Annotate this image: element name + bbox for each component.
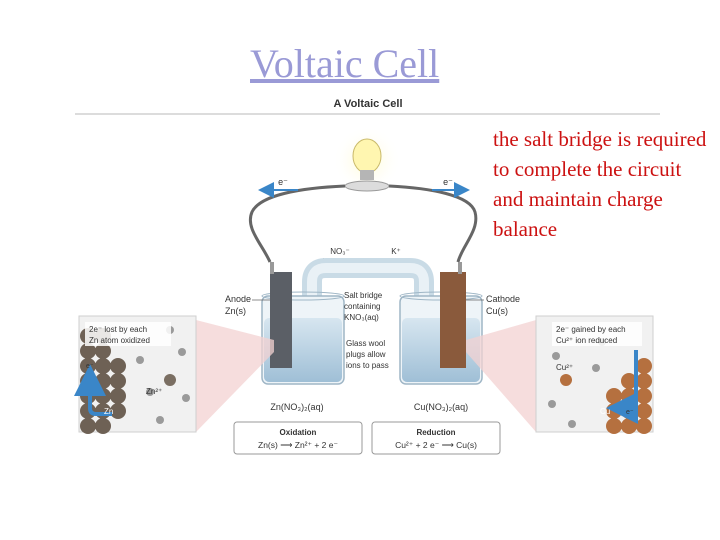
potassium-label: K⁺ [391, 247, 401, 256]
oxidation-title: Oxidation [280, 428, 317, 437]
oxidation-box: Oxidation Zn(s) ⟶ Zn²⁺ + 2 e⁻ [233, 421, 363, 455]
zoom-wedge-right [466, 320, 536, 432]
cathode-solution-label: Cu(NO₃)₂(aq) [414, 402, 468, 412]
inset-left-caption-1: 2e⁻ lost by each [89, 325, 147, 334]
nitrate-label: NO₃⁻ [330, 247, 349, 256]
inset-left-ion-label: Zn²⁺ [146, 387, 162, 396]
inset-right-caption-1: 2e⁻ gained by each [556, 325, 626, 334]
anode-material: Zn(s) [225, 306, 246, 316]
glass-wool-label-1: Glass wool [346, 339, 385, 348]
copper-electrode [440, 272, 466, 368]
inset-left-atom-label: Zn [104, 407, 113, 416]
reduction-equation: Cu²⁺ + 2 e⁻ ⟶ Cu(s) [395, 440, 477, 450]
inset-right-ion-label: Cu²⁺ [556, 363, 573, 372]
wire-right [388, 184, 478, 263]
copper-ion-atom [560, 374, 572, 386]
slide-notes: the salt bridge is required to complete … [493, 127, 707, 241]
electron-path-right [606, 350, 638, 424]
inset-right-electron: e⁻ [626, 409, 634, 416]
salt-bridge-label-2: containing [344, 302, 380, 311]
glass-wool-label-3: ions to pass [346, 361, 389, 370]
slide-title[interactable]: Voltaic Cell [250, 41, 440, 86]
zinc-ion-atom [164, 374, 176, 386]
reduction-box: Reduction Cu²⁺ + 2 e⁻ ⟶ Cu(s) [371, 421, 501, 455]
glass-wool-label-2: plugs allow [346, 350, 386, 359]
figure-caption: A Voltaic Cell [333, 98, 402, 110]
anode-solution-label: Zn(NO₃)₂(aq) [270, 402, 323, 412]
electron-path-left [74, 364, 112, 416]
copper-atom-inset: 2e⁻ gained by each Cu²⁺ ion reduced Cu²⁺… [535, 315, 654, 434]
zinc-atom-inset: 2e⁻ lost by each Zn atom oxidized e⁻ Zn²… [74, 315, 197, 434]
salt-bridge-label-3: KNO₃(aq) [344, 313, 379, 322]
electron-label-left: e⁻ [278, 177, 288, 187]
inset-right-caption-2: Cu²⁺ ion reduced [556, 336, 617, 345]
wire-left [248, 184, 346, 263]
inset-right-atom-label: Cu [600, 407, 610, 416]
cathode-label: Cathode [486, 294, 520, 304]
zinc-electrode [270, 272, 292, 368]
cathode-material: Cu(s) [486, 306, 508, 316]
reduction-title: Reduction [416, 428, 455, 437]
light-bulb-icon [333, 126, 401, 194]
inset-left-electron: e⁻ [86, 363, 94, 370]
zoom-wedge-left [196, 320, 274, 432]
salt-bridge-label-1: Salt bridge [344, 291, 383, 300]
anode-label: Anode [225, 294, 251, 304]
oxidation-equation: Zn(s) ⟶ Zn²⁺ + 2 e⁻ [258, 440, 338, 450]
inset-left-caption-2: Zn atom oxidized [89, 336, 150, 345]
electron-label-right: e⁻ [443, 177, 453, 187]
